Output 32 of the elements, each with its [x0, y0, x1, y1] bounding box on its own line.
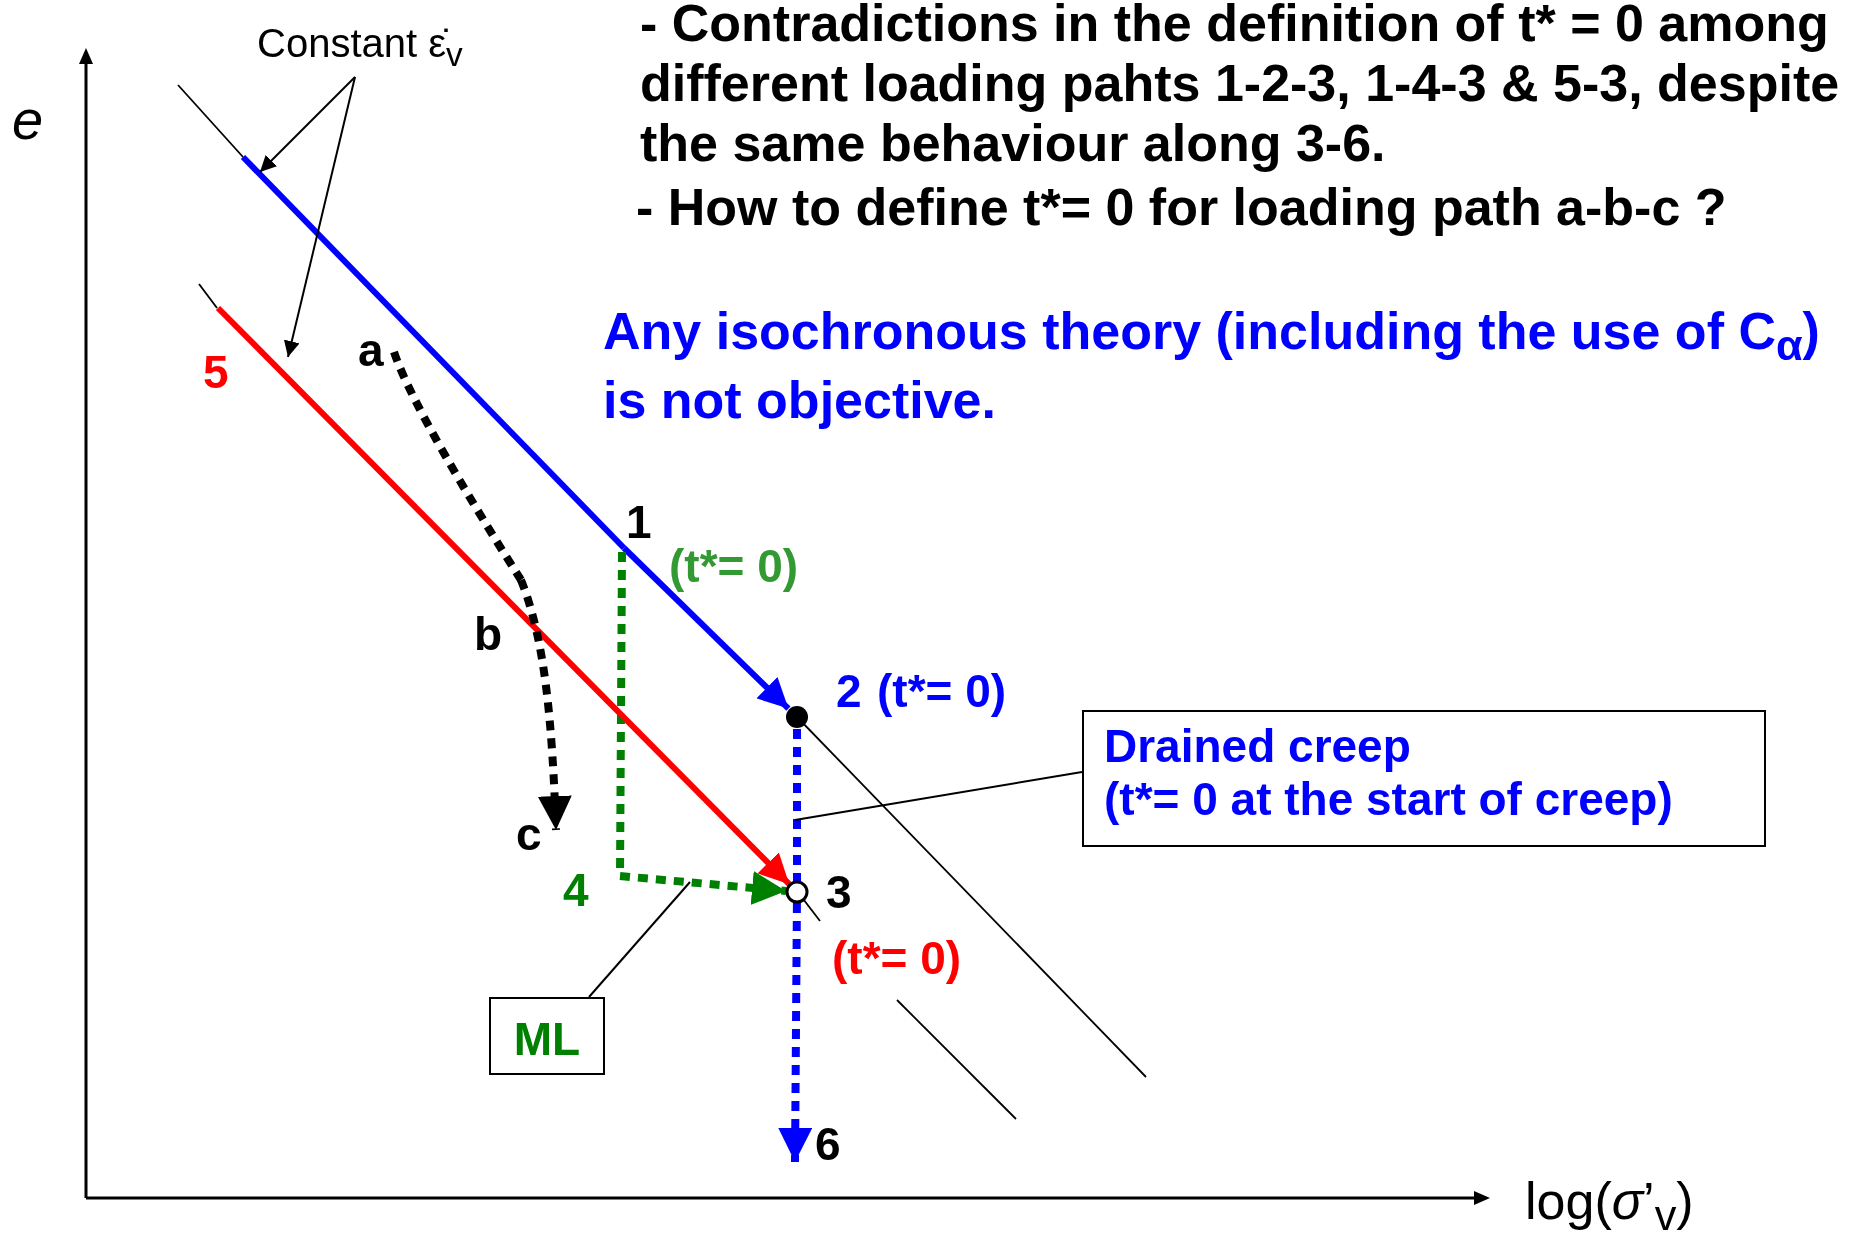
conclusion-text: Any isochronous theory (including the use of C$_{α}$) is not objective.	[603, 302, 1821, 431]
callout-box: ML	[489, 997, 605, 1075]
arrow	[621, 545, 791, 711]
point-label: 3	[826, 866, 852, 919]
annotation-text: (t*= 0)	[669, 540, 799, 593]
point-label: b	[474, 608, 503, 661]
point-label: 6	[815, 1118, 841, 1171]
axis-label: log(σ’$_{v}$)	[1525, 1172, 1694, 1237]
note-text: - How to define t*= 0 for loading path a-b-c ?	[636, 178, 1727, 238]
point-label: c	[516, 808, 542, 861]
point-label: 1	[626, 496, 652, 549]
dotted-arrow	[778, 902, 813, 1163]
dotted-arrow	[517, 578, 572, 831]
callout-text: (t*= 0 at the start of creep)	[1104, 772, 1674, 826]
annotation-text: (t*= 0)	[832, 932, 962, 985]
point-label: a	[358, 324, 384, 377]
leader-line	[240, 154, 627, 551]
callout-text: Drained creep	[1104, 720, 1412, 773]
leader-line	[259, 76, 356, 173]
annotation-text: Constant ε̇$_{v}$	[257, 20, 463, 75]
axis-label: e	[12, 88, 44, 153]
leader-line	[283, 76, 356, 358]
arrow	[215, 305, 792, 887]
point-label: 5	[203, 346, 229, 399]
point-label: 4	[563, 864, 589, 917]
callout-box	[1082, 710, 1766, 847]
leader-line	[794, 771, 1083, 821]
leader-line	[588, 881, 691, 998]
annotation-text: (t*= 0)	[877, 665, 1007, 718]
note-text: - Contradictions in the definition of t* = 0 among different loading pahts 1-2-3, 1-4-3 & 5-3, despite the same behaviour along 3-6.	[640, 0, 1841, 174]
point-label: 2	[836, 665, 862, 718]
dotted-arrow	[619, 871, 787, 905]
